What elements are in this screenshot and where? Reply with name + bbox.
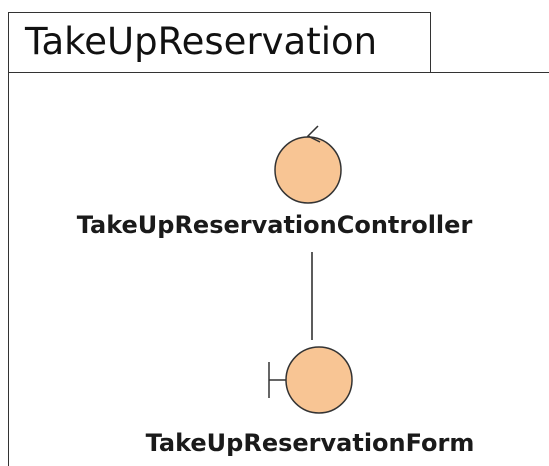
control-arrow-icon <box>306 125 321 143</box>
package-tab[interactable]: TakeUpReservation <box>8 12 431 72</box>
boundary-circle-icon[interactable] <box>285 346 353 414</box>
package-frame[interactable] <box>8 72 549 466</box>
controller-label: TakeUpReservationController <box>76 211 473 239</box>
control-element[interactable] <box>274 125 342 204</box>
package-title: TakeUpReservation <box>25 20 378 63</box>
boundary-element[interactable] <box>268 346 353 414</box>
boundary-label: TakeUpReservationForm <box>145 429 475 457</box>
control-circle-icon[interactable] <box>274 136 342 204</box>
